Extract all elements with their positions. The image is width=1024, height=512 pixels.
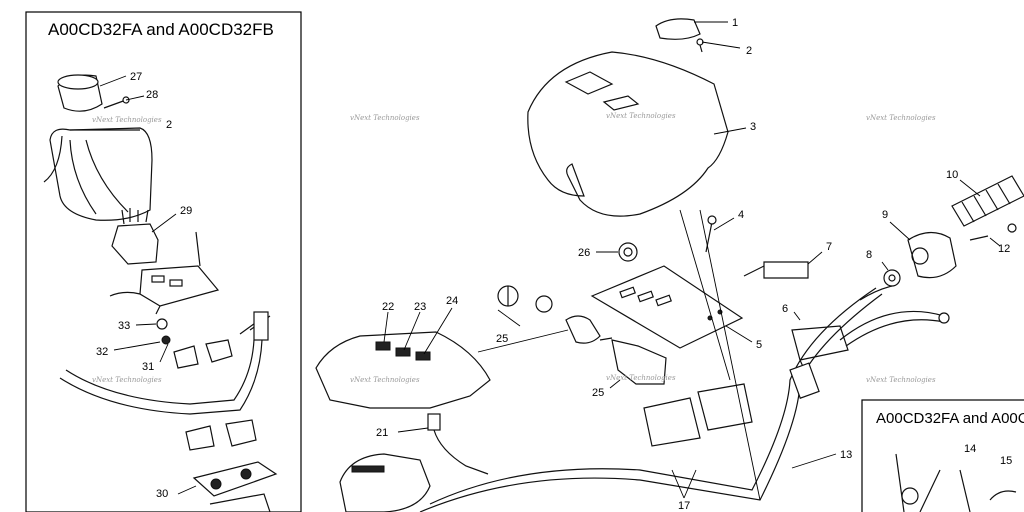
callout-24: 24 — [446, 295, 458, 307]
watermark-1: vNext Technologies — [92, 116, 162, 124]
callout-9: 9 — [882, 209, 888, 221]
callout-27: 27 — [130, 71, 142, 83]
part-clamp-lower-left — [185, 419, 257, 451]
part-7-sensor — [743, 261, 809, 279]
watermark-6: vNext Technologies — [350, 376, 420, 384]
callout-7: 7 — [826, 241, 832, 253]
watermark-5: vNext Technologies — [92, 376, 162, 384]
callout-22: 22 — [382, 301, 394, 313]
part-33-washer — [156, 318, 168, 330]
part-bracket-left — [109, 265, 220, 315]
callout-33: 33 — [118, 320, 130, 332]
watermark-4: vNext Technologies — [866, 114, 936, 122]
part-25-switch-a — [497, 285, 553, 313]
part-29-switch-block — [111, 208, 201, 267]
watermark-2: vNext Technologies — [350, 114, 420, 122]
callout-29: 29 — [180, 205, 192, 217]
left-inset-frame — [25, 11, 302, 512]
part-21-connector — [427, 413, 489, 475]
part-25-switch-b — [599, 337, 667, 385]
part-housing-left — [43, 127, 153, 221]
part-brake-lever — [839, 285, 950, 347]
part-12-screw — [969, 223, 1017, 241]
left-inset-title: A00CD32FA and A00CD32FB — [48, 20, 274, 39]
callout-17: 17 — [678, 500, 690, 512]
part-14-15-inset — [895, 453, 1017, 512]
callout-5: 5 — [756, 339, 762, 351]
callout-8: 8 — [866, 249, 872, 261]
part-8-collar — [883, 269, 901, 287]
part-9-switch-housing — [907, 231, 957, 279]
part-3-cover — [527, 51, 729, 217]
callout-13: 13 — [840, 449, 852, 461]
callout-3: 3 — [750, 121, 756, 133]
callout-25-lower: 25 — [592, 387, 604, 399]
watermark-7: vNext Technologies — [606, 374, 676, 382]
part-clamp-upper-left — [173, 339, 233, 369]
part-throttle-housing — [339, 453, 431, 512]
callout-2-left: 2 — [166, 119, 172, 131]
right-inset-title: A00CD32FA and A00CD — [876, 410, 1024, 427]
part-handlebar-left — [59, 311, 271, 415]
part-10-grip — [951, 175, 1024, 227]
callout-2: 2 — [746, 45, 752, 57]
part-32-nut — [161, 335, 171, 345]
part-22-24-switch-panel — [315, 331, 491, 409]
callout-25-upper: 25 — [496, 333, 508, 345]
part-26-grommet — [618, 242, 638, 262]
callout-1: 1 — [732, 17, 738, 29]
part-28-screw — [103, 96, 130, 109]
part-30-riser — [192, 461, 278, 512]
callout-15: 15 — [1000, 455, 1012, 467]
part-13-handlebar — [419, 287, 883, 512]
callout-21: 21 — [376, 427, 388, 439]
leader-lines — [99, 21, 1001, 501]
callout-28: 28 — [146, 89, 158, 101]
part-4-bolt — [705, 215, 717, 253]
part-27-cap — [57, 74, 103, 112]
callout-14: 14 — [964, 443, 976, 455]
callout-31: 31 — [142, 361, 154, 373]
right-inset-frame — [861, 399, 1024, 512]
callout-12: 12 — [998, 243, 1010, 255]
part-2-screw — [696, 38, 704, 53]
callout-23: 23 — [414, 301, 426, 313]
watermark-3: vNext Technologies — [606, 112, 676, 120]
callout-32: 32 — [96, 346, 108, 358]
callout-30: 30 — [156, 488, 168, 500]
part-mount-bracket — [565, 315, 601, 344]
watermark-8: vNext Technologies — [866, 376, 936, 384]
callout-4: 4 — [738, 209, 744, 221]
callout-6: 6 — [782, 303, 788, 315]
part-1-pad — [655, 18, 701, 40]
callout-10: 10 — [946, 169, 958, 181]
part-17-clamps — [643, 383, 753, 447]
callout-26: 26 — [578, 247, 590, 259]
part-5-plate — [590, 265, 744, 349]
